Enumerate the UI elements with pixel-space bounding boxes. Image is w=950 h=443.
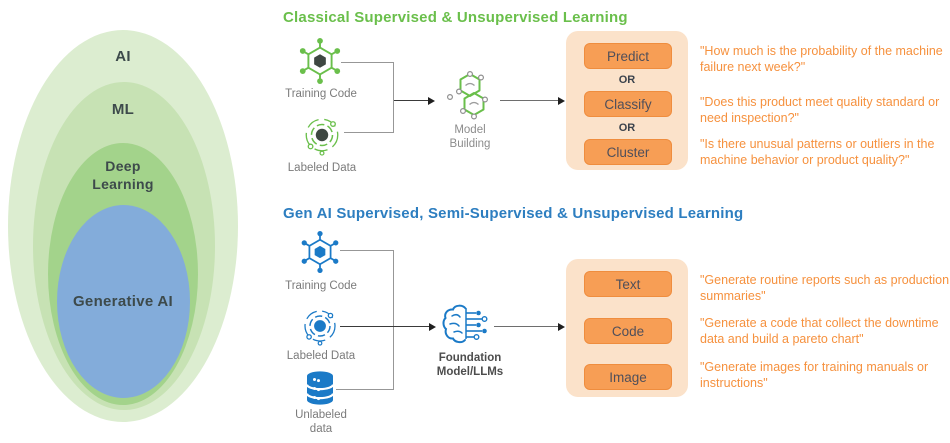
output-box-predict: Predict	[584, 43, 672, 69]
connector-line	[393, 62, 394, 133]
genai-unlabeled-data-label: Unlabeled data	[295, 409, 347, 436]
connector-line	[344, 132, 393, 133]
output-box-text: Text	[584, 271, 672, 297]
model-building-label: Model Building	[449, 124, 491, 151]
network-hexagon-icon	[301, 231, 339, 273]
or-label: OR	[618, 74, 636, 86]
arrow-head-icon	[428, 97, 435, 105]
classical-training-code-label: Training Code	[285, 88, 357, 100]
brain-circuit-icon	[442, 304, 488, 344]
genai-quote-text: "Generate routine reports such as produc…	[700, 273, 950, 303]
molecule-model-icon	[446, 70, 488, 120]
classical-quote-predict: "How much is the probability of the mach…	[700, 44, 943, 74]
arrow-head-icon	[558, 97, 565, 105]
arrow-head-icon	[558, 323, 565, 331]
database-icon	[305, 371, 335, 405]
arrow-line	[340, 326, 429, 327]
venn-label-deep: Deep Learning	[92, 158, 154, 193]
output-box-image: Image	[584, 364, 672, 390]
output-box-code: Code	[584, 318, 672, 344]
classical-title: Classical Supervised & Unsupervised Lear…	[283, 9, 628, 26]
arrow-line	[494, 326, 558, 327]
arrow-head-icon	[429, 323, 436, 331]
connector-line	[340, 250, 393, 251]
genai-quote-image: "Generate images for training manuals or…	[700, 360, 929, 390]
labeled-data-icon	[305, 118, 339, 156]
genai-title: Gen AI Supervised, Semi-Supervised & Uns…	[283, 205, 744, 222]
classical-labeled-data-label: Labeled Data	[287, 162, 357, 174]
venn-ellipse-genai	[57, 205, 190, 398]
or-label: OR	[618, 122, 636, 134]
venn-label-genai: Generative AI	[72, 293, 174, 310]
classical-quote-classify: "Does this product meet quality standard…	[700, 95, 940, 125]
genai-labeled-data-label: Labeled Data	[286, 350, 356, 362]
classical-quote-cluster: "Is there unusual patterns or outliers i…	[700, 137, 935, 167]
venn-label-ai: AI	[115, 48, 131, 65]
connector-line	[341, 62, 393, 63]
venn-label-ml: ML	[111, 101, 135, 118]
output-box-cluster: Cluster	[584, 139, 672, 165]
labeled-data-icon	[304, 310, 336, 346]
arrow-line	[500, 100, 558, 101]
arrow-line	[394, 100, 428, 101]
connector-line	[336, 389, 393, 390]
connector-line	[393, 250, 394, 390]
genai-quote-code: "Generate a code that collect the downti…	[700, 316, 939, 346]
network-hexagon-icon	[299, 38, 341, 84]
genai-training-code-label: Training Code	[285, 280, 357, 292]
output-box-classify: Classify	[584, 91, 672, 117]
foundation-model-label: Foundation Model/LLMs	[436, 352, 504, 379]
